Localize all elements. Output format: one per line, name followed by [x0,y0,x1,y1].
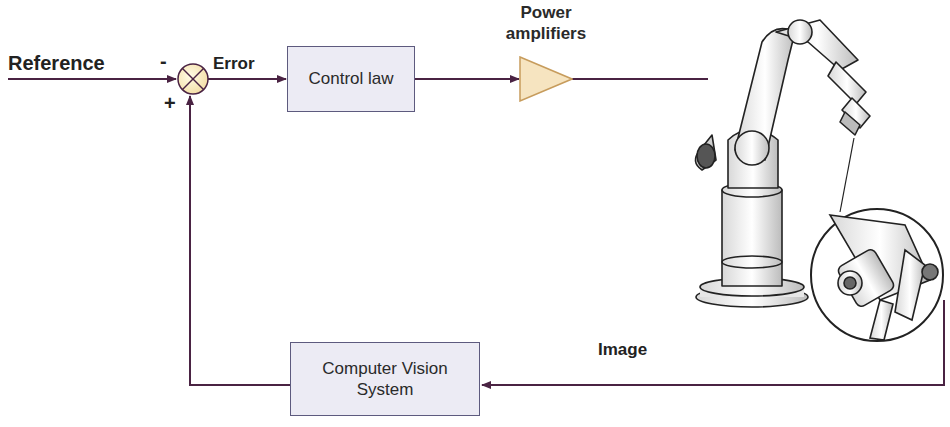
signal-arrow [415,78,519,80]
plus-sign: + [164,92,176,115]
amplifier-label: Power amplifiers [491,2,601,45]
error-wire [208,78,286,80]
error-label: Error [213,54,255,74]
process-box: Computer Vision System [290,342,480,416]
amplifier-symbol: Power amplifiers [481,2,611,102]
reference-label: Reference [8,52,105,75]
summing-junction [178,64,208,94]
reference-wire [8,78,176,80]
box-label: Computer Vision System [310,358,460,401]
image-label: Image [598,340,647,360]
amplifier-triangle [519,56,573,102]
feedback-wire [190,96,290,385]
process-box: Control law [287,46,415,112]
drive-wire [572,78,708,80]
box-label: Control law [308,68,393,89]
camera-inset [811,138,943,341]
minus-sign: - [160,50,167,73]
